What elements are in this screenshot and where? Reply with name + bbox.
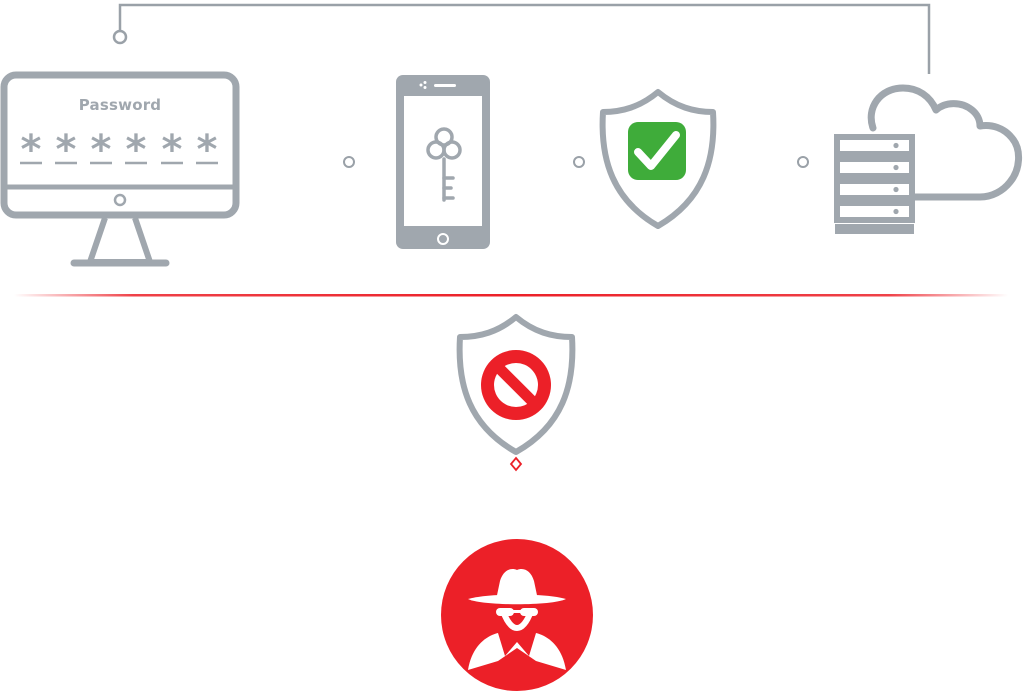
threat-connector bbox=[509, 456, 523, 538]
connector bbox=[736, 156, 809, 168]
mask-character: * bbox=[91, 127, 112, 173]
mask-character: * bbox=[197, 127, 218, 173]
desktop-computer-icon: Password * * * * * * bbox=[0, 71, 240, 267]
smartphone-key-icon bbox=[396, 75, 490, 249]
mask-character: * bbox=[56, 127, 77, 173]
mask-character: * bbox=[126, 127, 147, 173]
power-button-icon bbox=[113, 193, 127, 207]
shield-blocked-icon bbox=[456, 314, 576, 455]
threat-divider bbox=[14, 294, 1008, 297]
key-icon bbox=[426, 127, 462, 202]
server-cloud-icon bbox=[834, 84, 1022, 234]
connector bbox=[278, 156, 355, 168]
mask-character: * bbox=[21, 127, 42, 173]
hacker-icon bbox=[441, 539, 593, 691]
password-label: Password bbox=[79, 96, 161, 114]
shield-check-icon bbox=[599, 89, 717, 229]
mask-character: * bbox=[162, 127, 183, 173]
password-mask: * * * * * * bbox=[21, 127, 218, 173]
return-connector bbox=[112, 3, 931, 74]
connector bbox=[510, 156, 585, 168]
